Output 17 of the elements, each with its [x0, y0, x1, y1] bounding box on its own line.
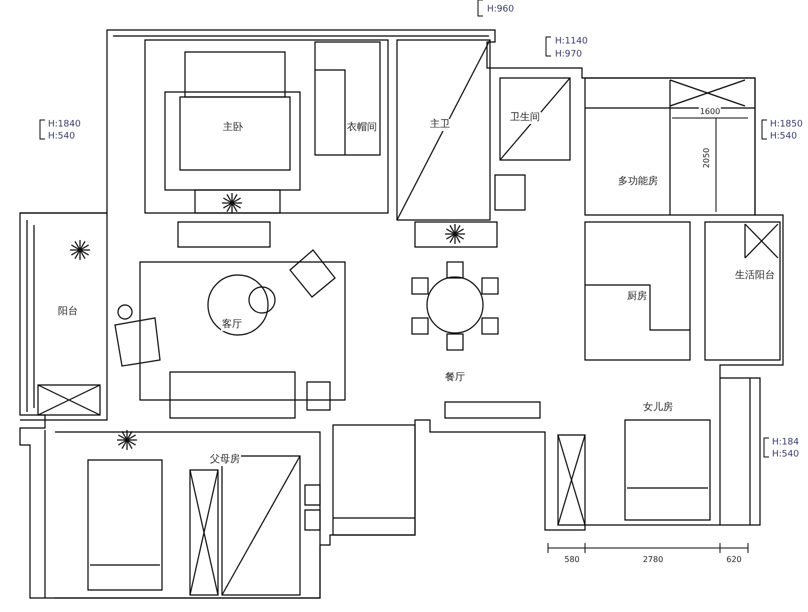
- room-label: 餐厅: [444, 372, 466, 384]
- room-label: 主卫: [429, 119, 451, 131]
- dimension-label: 2050: [702, 146, 712, 170]
- dimension-label: 620: [725, 555, 743, 565]
- room-label: 厨房: [626, 291, 648, 303]
- room-label: 多功能房: [617, 176, 659, 188]
- dimension-label: 1600: [698, 107, 722, 117]
- dimension-label: 2780: [642, 555, 664, 565]
- dimension-label: 580: [563, 555, 581, 565]
- room-label: 阳台: [57, 306, 79, 318]
- room-label: 生活阳台: [734, 270, 776, 282]
- room-label: 父母房: [209, 454, 241, 466]
- room-label: 衣帽间: [346, 122, 378, 134]
- room-label: 卫生间: [509, 112, 541, 124]
- room-label: 女儿房: [642, 402, 674, 414]
- room-label: 主卧: [222, 122, 244, 134]
- room-label: 客厅: [221, 319, 243, 331]
